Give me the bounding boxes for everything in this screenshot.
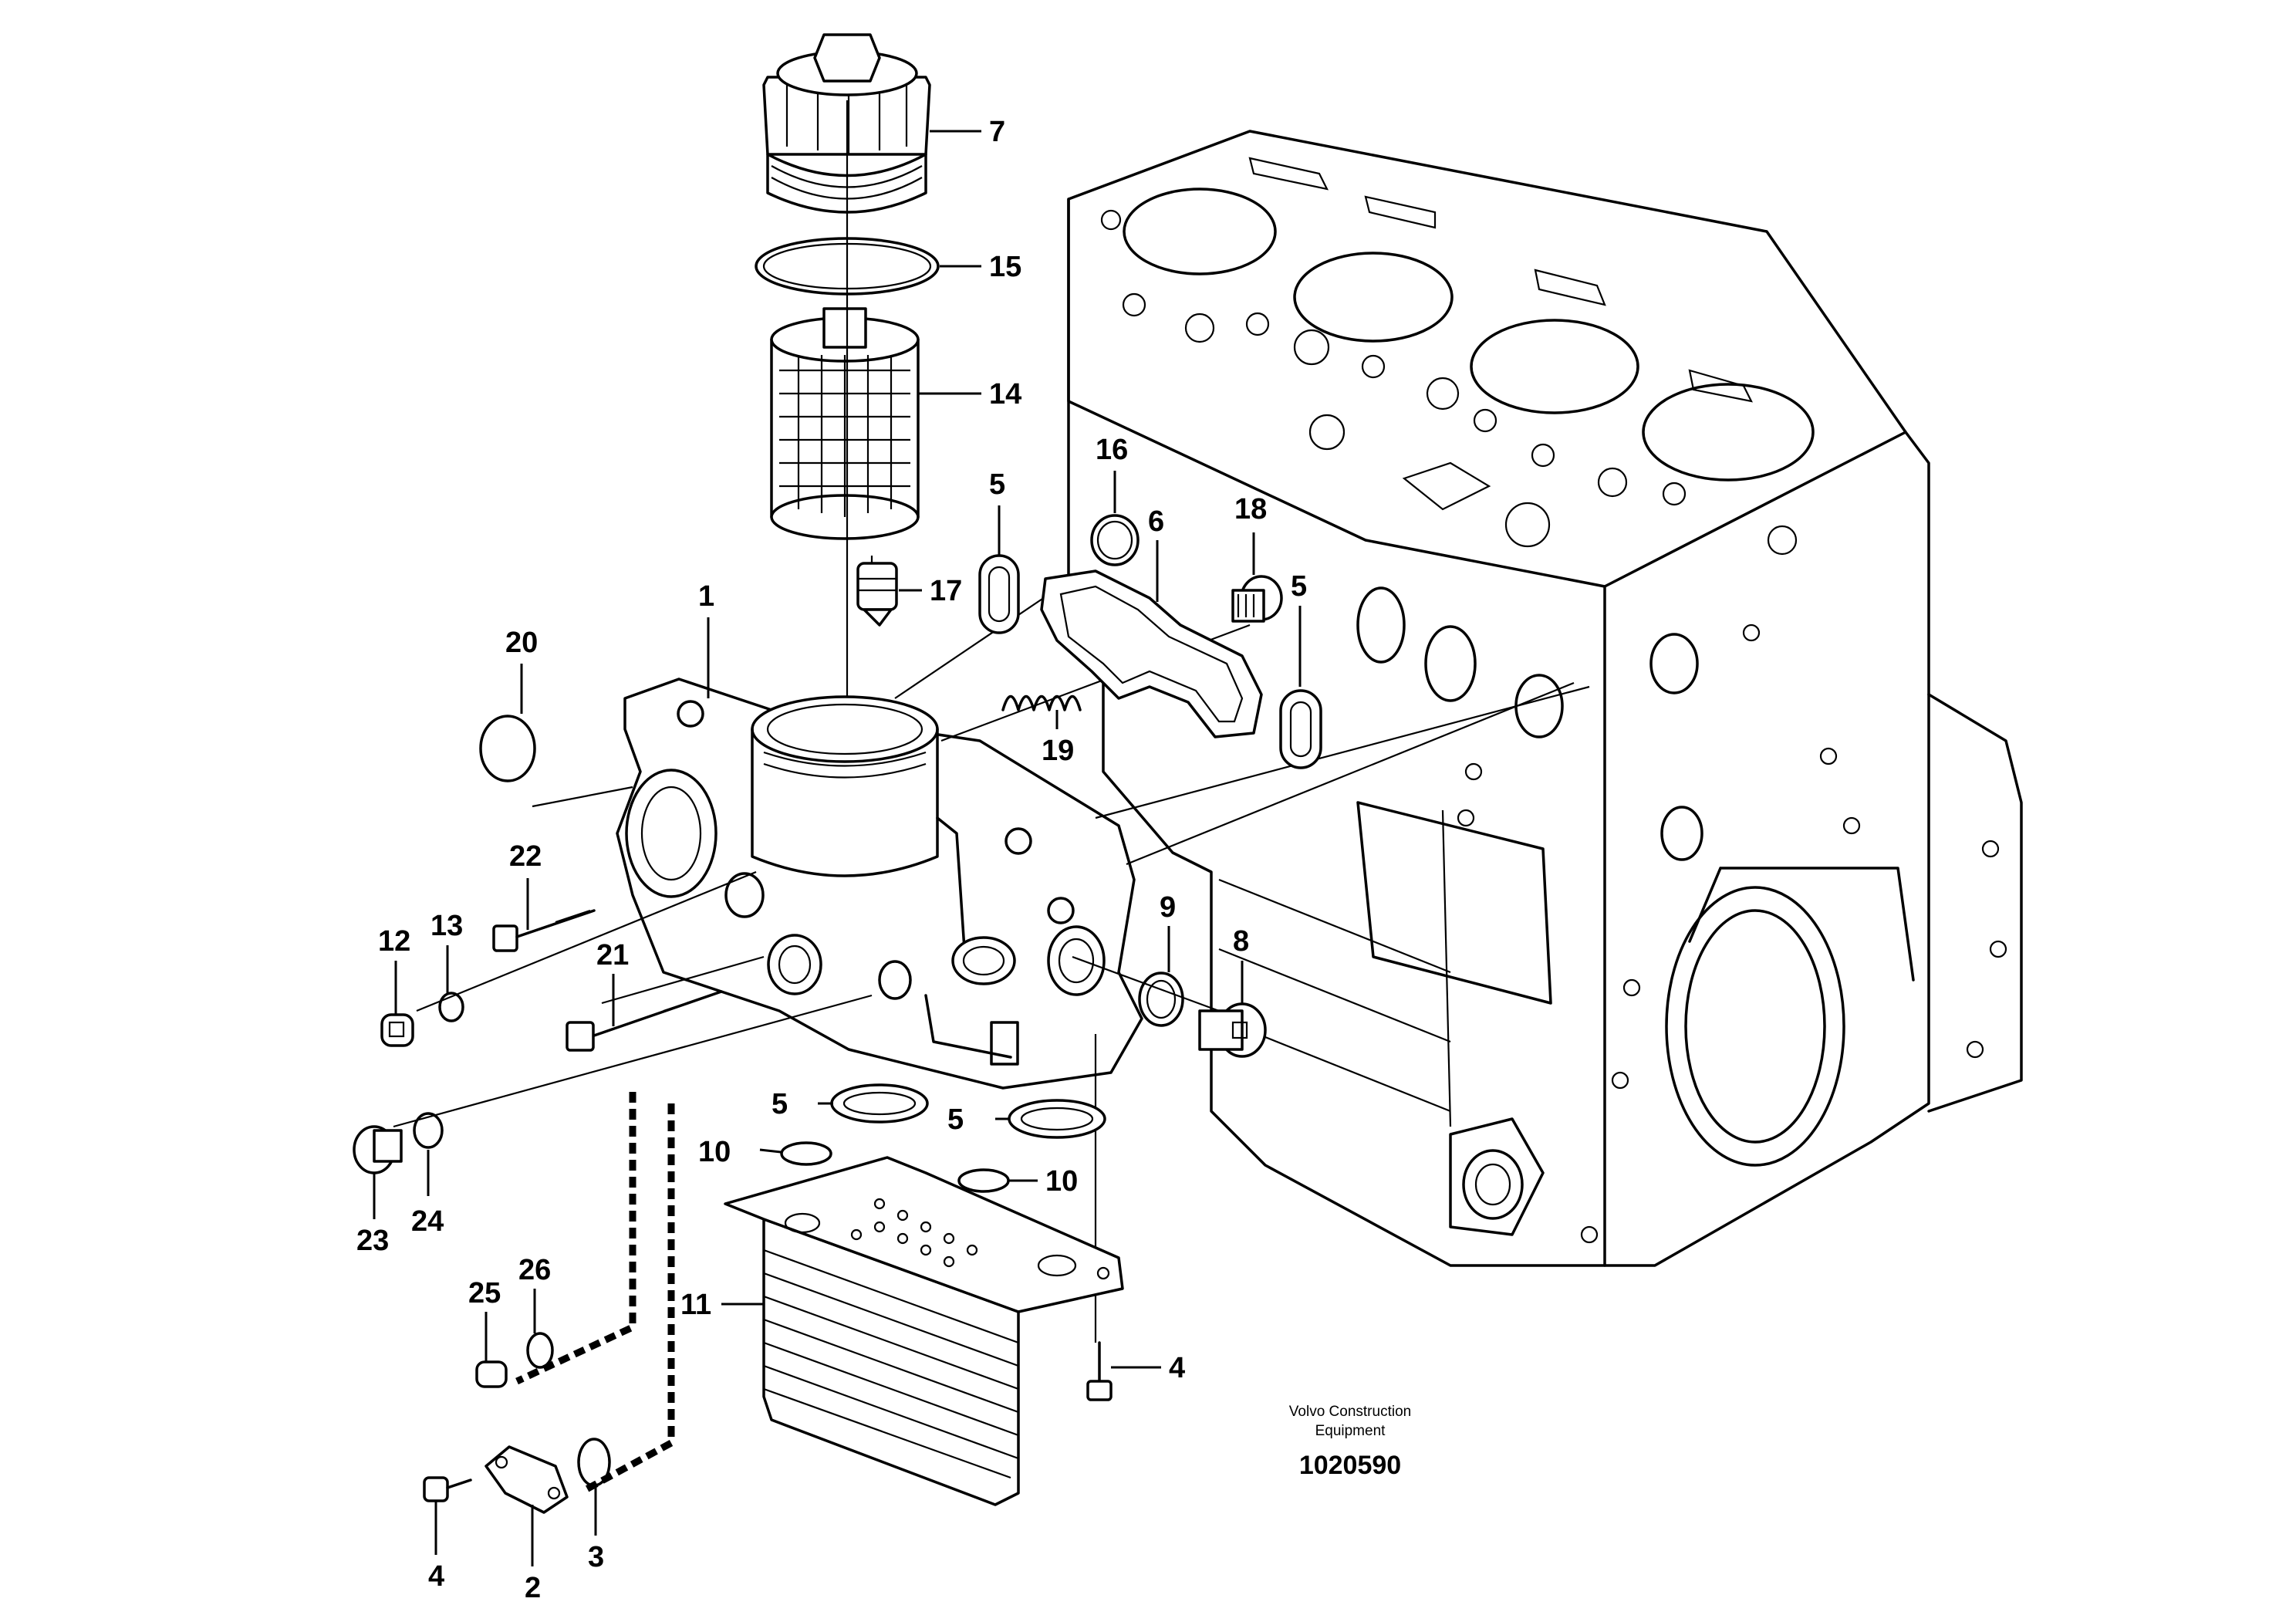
part-13-washer bbox=[438, 992, 464, 1022]
drawing-footer: Volvo Construction Equipment 1020590 bbox=[1289, 1404, 1411, 1480]
callout-9: 9 bbox=[1160, 891, 1176, 924]
callout-labels: 7 15 14 5 16 6 18 17 1 5 19 20 22 21 12 … bbox=[356, 116, 1307, 1604]
callout-22: 22 bbox=[509, 840, 542, 873]
part-5-seal-d bbox=[1008, 1099, 1106, 1139]
callout-11: 11 bbox=[680, 1289, 711, 1321]
callout-13: 13 bbox=[430, 910, 463, 942]
part-9-ring bbox=[1138, 972, 1184, 1027]
callout-7: 7 bbox=[989, 116, 1005, 148]
engine-block bbox=[1067, 130, 2023, 1267]
callout-6: 6 bbox=[1148, 505, 1164, 538]
part-20-plug bbox=[479, 715, 536, 782]
callout-23: 23 bbox=[356, 1225, 389, 1257]
part-4-bolt-right bbox=[1086, 1341, 1113, 1401]
part-10-seal-a bbox=[780, 1141, 832, 1166]
callout-10-left: 10 bbox=[698, 1136, 731, 1168]
callout-15: 15 bbox=[989, 251, 1021, 283]
callout-1: 1 bbox=[698, 580, 714, 613]
part-6-gasket bbox=[1040, 569, 1263, 738]
callout-24: 24 bbox=[411, 1205, 444, 1238]
callout-21: 21 bbox=[596, 939, 629, 972]
part-17-valve bbox=[856, 562, 898, 627]
callout-26: 26 bbox=[518, 1254, 551, 1286]
callout-17: 17 bbox=[930, 575, 962, 607]
callout-4-right: 4 bbox=[1169, 1352, 1185, 1384]
part-18-plug bbox=[1231, 575, 1283, 623]
part-10-seal-b bbox=[957, 1168, 1010, 1193]
part-5-seal-b bbox=[1279, 689, 1322, 769]
part-21-bolt bbox=[566, 990, 723, 1052]
callout-18: 18 bbox=[1234, 493, 1267, 525]
callout-2: 2 bbox=[525, 1572, 541, 1604]
filter-element-part-14 bbox=[770, 307, 920, 540]
callout-16: 16 bbox=[1096, 434, 1128, 466]
part-23-plug bbox=[353, 1125, 403, 1174]
callout-14: 14 bbox=[989, 378, 1021, 411]
callout-10-right: 10 bbox=[1045, 1165, 1078, 1198]
part-19-spring bbox=[1001, 694, 1082, 711]
part-8-plug bbox=[1198, 1002, 1267, 1058]
company-name-line1: Volvo Construction bbox=[1289, 1404, 1411, 1420]
part-12-plug bbox=[380, 1013, 414, 1047]
part-3-ring bbox=[577, 1438, 611, 1487]
part-16-ring bbox=[1090, 514, 1140, 566]
drawing-number: 1020590 bbox=[1299, 1451, 1401, 1480]
callout-8: 8 bbox=[1233, 925, 1249, 958]
callout-19: 19 bbox=[1042, 735, 1074, 767]
part-5-seal-a bbox=[978, 554, 1020, 634]
callout-3: 3 bbox=[588, 1541, 604, 1573]
part-25-plug bbox=[475, 1360, 508, 1388]
part-26-ring bbox=[526, 1332, 554, 1369]
company-name-line2: Equipment bbox=[1315, 1423, 1386, 1439]
part-5-seal-c bbox=[830, 1083, 929, 1124]
callout-20: 20 bbox=[505, 627, 538, 659]
callout-25: 25 bbox=[468, 1277, 501, 1309]
callout-leaders bbox=[373, 130, 1302, 1566]
callout-5-right: 5 bbox=[1291, 570, 1307, 603]
callout-5-lower-right: 5 bbox=[947, 1103, 964, 1136]
oil-filter-housing-part-1 bbox=[616, 678, 1143, 1090]
callout-12: 12 bbox=[378, 925, 410, 958]
part-24-ring bbox=[413, 1112, 444, 1149]
callout-5-lower-left: 5 bbox=[772, 1088, 788, 1120]
oil-cooler-part-11 bbox=[724, 1156, 1124, 1506]
part-22-bolt bbox=[492, 909, 596, 952]
part-2-cover bbox=[485, 1445, 569, 1514]
callout-4-left: 4 bbox=[428, 1560, 444, 1593]
callout-5-top: 5 bbox=[989, 468, 1005, 501]
part-4-bolt-left bbox=[423, 1476, 472, 1502]
